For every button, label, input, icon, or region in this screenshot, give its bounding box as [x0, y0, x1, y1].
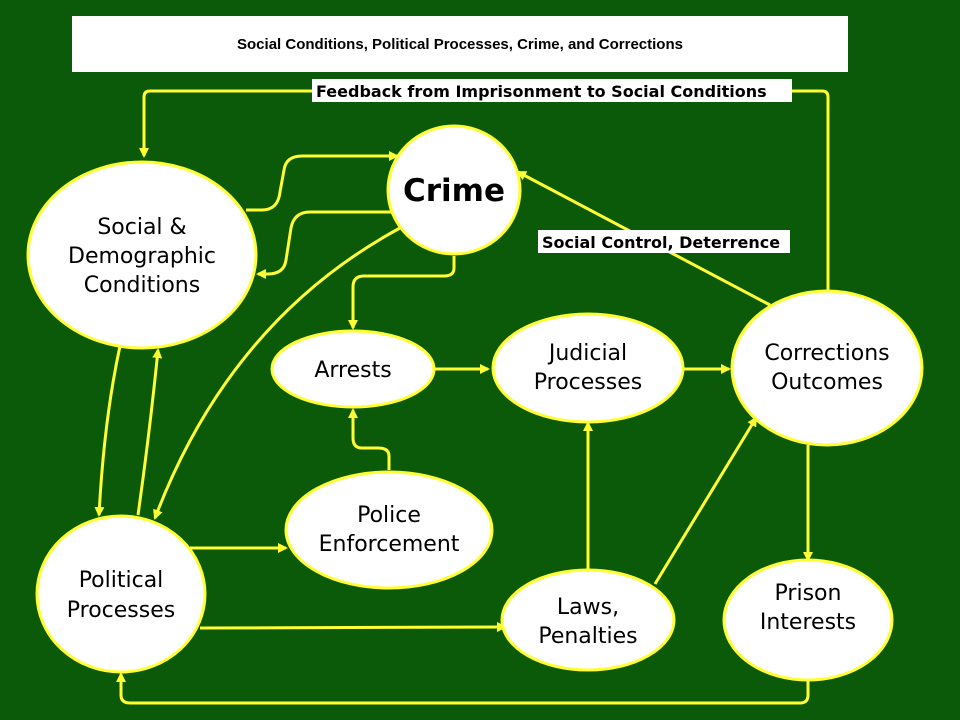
- edge-political-to-social: [136, 348, 163, 516]
- node-arrests-line-1: Arrests: [314, 358, 391, 383]
- diagram-title-box: Social Conditions, Political Processes, …: [72, 16, 848, 72]
- node-judicial-line-2: Processes: [534, 370, 642, 395]
- node-crime: Crime: [386, 124, 522, 256]
- node-laws-line-1: Laws,: [557, 595, 619, 620]
- node-crime-line-1: Crime: [403, 173, 505, 209]
- social-control-label-bg: [538, 230, 790, 253]
- node-judicial-shape: [491, 312, 685, 424]
- diagram-title: Social Conditions, Political Processes, …: [237, 35, 683, 53]
- node-corrections-line-1: Corrections: [764, 341, 889, 366]
- feedback-label-bg: [312, 79, 792, 102]
- node-laws-shape: [500, 568, 676, 672]
- node-political: Political Processes: [35, 514, 207, 674]
- node-prison: Prison Interests: [722, 558, 894, 682]
- node-political-line-1: Political: [79, 568, 164, 593]
- node-prison-line-1: Prison: [775, 581, 842, 606]
- node-police-shape: [284, 470, 494, 590]
- social-control-label: Social Control, Deterrence: [538, 230, 790, 253]
- node-laws-line-2: Penalties: [538, 624, 637, 649]
- node-corrections-line-2: Outcomes: [771, 370, 883, 395]
- node-political-line-2: Processes: [67, 598, 175, 623]
- node-judicial: Judicial Processes: [491, 312, 685, 424]
- edge-laws-to-corrections: [653, 416, 758, 585]
- node-arrests: Arrests: [270, 329, 436, 409]
- edge-prison-to-political: [116, 672, 810, 705]
- node-prison-line-2: Interests: [760, 610, 856, 635]
- edge-social-to-political: [94, 345, 122, 517]
- feedback-label-text: Feedback from Imprisonment to Social Con…: [316, 82, 767, 101]
- social-control-label-text: Social Control, Deterrence: [542, 233, 780, 252]
- node-police: Police Enforcement: [284, 470, 494, 590]
- edge-crime-to-political: [153, 226, 401, 520]
- node-corrections: Corrections Outcomes: [730, 289, 924, 447]
- node-social-line-1: Social &: [97, 215, 186, 240]
- edge-crime-to-social: [256, 210, 395, 279]
- node-judicial-line-1: Judicial: [547, 341, 627, 366]
- node-prison-shape: [722, 558, 894, 682]
- node-police-line-1: Police: [357, 503, 421, 528]
- node-police-line-2: Enforcement: [319, 532, 460, 557]
- node-social-line-3: Conditions: [84, 273, 200, 298]
- node-social-shape: [26, 160, 258, 350]
- node-political-shape: [35, 514, 207, 674]
- node-laws: Laws, Penalties: [500, 568, 676, 672]
- edge-social-to-crime: [246, 151, 399, 212]
- edge-crime-to-arrests: [348, 256, 456, 330]
- node-crime-shape: [386, 124, 522, 256]
- node-social: Social & Demographic Conditions: [26, 160, 258, 350]
- node-corrections-shape: [730, 289, 924, 447]
- edge-police-to-arrests: [348, 408, 391, 470]
- feedback-label: Feedback from Imprisonment to Social Con…: [312, 79, 792, 102]
- node-social-line-2: Demographic: [68, 244, 216, 269]
- node-arrests-shape: [270, 329, 436, 409]
- edge-political-to-laws: [199, 622, 507, 633]
